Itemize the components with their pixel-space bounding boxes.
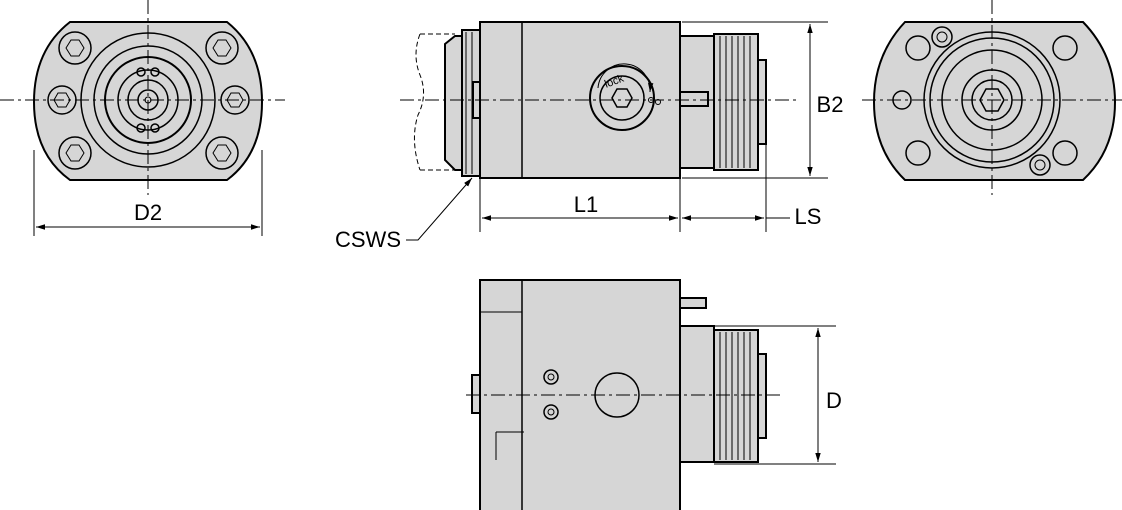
top-view: D <box>466 279 842 510</box>
front-view: D2 <box>0 0 285 236</box>
rear-view <box>862 0 1122 195</box>
csws-label: CSWS <box>335 227 401 252</box>
b2-label: B2 <box>817 92 844 117</box>
ls-label: LS <box>795 204 822 229</box>
d2-label: D2 <box>134 200 162 225</box>
side-view: lock B2 L1 LS CSWS <box>335 21 844 252</box>
d-label: D <box>826 388 842 413</box>
l1-label: L1 <box>574 192 598 217</box>
